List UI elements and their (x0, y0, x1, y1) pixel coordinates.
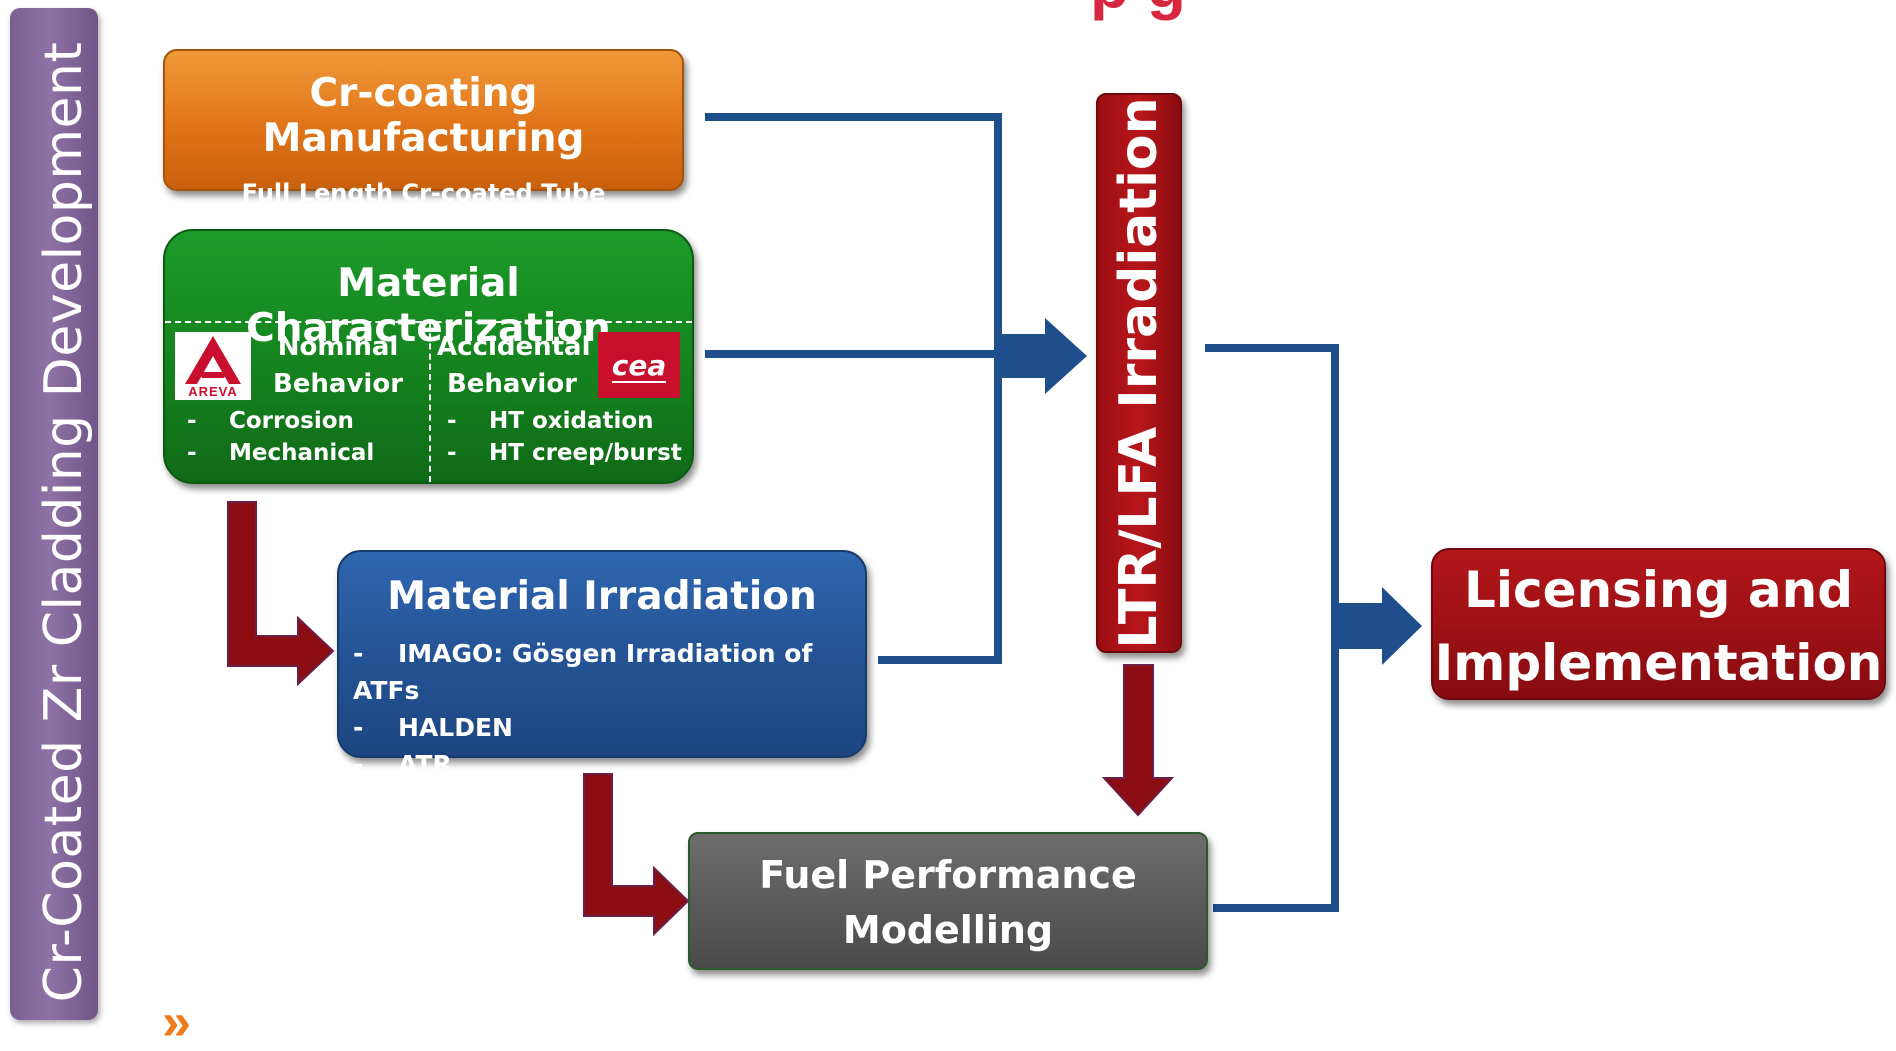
arrow-into-licensing (1335, 587, 1422, 665)
licensing-title-line2: Implementation (1434, 634, 1883, 692)
slide-title-fragment: p g (1090, 0, 1186, 22)
accidental-heading-line1: Accidental (437, 332, 591, 362)
irradiation-title: Material Irradiation (387, 574, 817, 619)
irradiation-item-imago: IMAGO: Gösgen Irradiation of ATFs (353, 639, 813, 705)
connector-layer (227, 113, 1422, 937)
accidental-list: - HT oxidation - HT creep/burst (447, 405, 682, 469)
ltr-lfa-label: LTR/LFA Irradiation (1109, 97, 1169, 649)
arrow-into-ltr (998, 318, 1087, 394)
cea-logo-text: cea (612, 349, 666, 382)
areva-logo-text: AREVA (188, 384, 238, 399)
bullet-dash: - (187, 440, 197, 466)
bullet-dash: - (353, 750, 364, 779)
licensing-title: Licensing and Implementation (1433, 554, 1884, 700)
irradiation-box: Material Irradiation -IMAGO: Gösgen Irra… (337, 550, 867, 779)
connector-ltr-to-licensing (1205, 344, 1339, 912)
sidebar-label: Cr-Coated Zr Cladding Development (34, 41, 94, 1003)
irradiation-item-halden: HALDEN (398, 713, 513, 742)
fuel-title-line1: Fuel Performance (759, 853, 1137, 897)
areva-logo-mark: AREVA (185, 336, 241, 399)
licensing-box: Licensing and Implementation (1431, 548, 1886, 700)
ltr-lfa-box: LTR/LFA Irradiation (1096, 93, 1182, 653)
arrow-characterization-to-irradiation (227, 501, 335, 687)
accidental-item-creep: HT creep/burst (489, 440, 682, 466)
arrow-irradiation-to-fuel (583, 773, 690, 937)
nominal-heading-line1: Nominal (277, 332, 399, 362)
characterization-divider-vertical (429, 323, 431, 482)
connector-irradiation-to-ltr (878, 354, 1002, 664)
characterization-divider-horizontal (165, 321, 692, 323)
list-item: - Mechanical (187, 437, 374, 469)
chevron-decoration-icon: » (162, 993, 191, 1051)
nominal-list: - Corrosion - Mechanical (187, 405, 374, 469)
irradiation-list: -IMAGO: Gösgen Irradiation of ATFs -HALD… (353, 635, 865, 783)
accidental-heading: Accidental Behavior (437, 329, 591, 403)
bullet-dash: - (447, 440, 457, 466)
cea-logo: cea (598, 332, 680, 398)
list-item: - Corrosion (187, 405, 374, 437)
nominal-item-corrosion: Corrosion (229, 408, 354, 434)
manufacturing-title: Cr-coating Manufacturing (262, 71, 585, 161)
connector-manufacturing-to-ltr (705, 113, 1002, 355)
nominal-heading-line2: Behavior (272, 369, 404, 399)
accidental-item-oxidation: HT oxidation (489, 408, 654, 434)
licensing-title-line1: Licensing and (1464, 561, 1853, 619)
characterization-box: Material Characterization AREVA Nominal … (163, 229, 694, 484)
manufacturing-subtitle: Full Length Cr-coated Tube Fabrication (241, 179, 606, 235)
accidental-heading-line2: Behavior (446, 369, 578, 399)
irradiation-item-atr: ATR (398, 750, 452, 779)
arrow-ltr-to-fuel (1101, 664, 1175, 817)
fuel-performance-box: Fuel Performance Modelling (688, 832, 1208, 970)
list-item: - HT creep/burst (447, 437, 682, 469)
cea-logo-mark: cea (612, 349, 666, 383)
list-item: - HALDEN (353, 709, 865, 746)
fuel-title-line2: Modelling (842, 908, 1054, 952)
areva-logo: AREVA (175, 332, 251, 400)
bullet-dash: - (447, 408, 457, 434)
nominal-item-mechanical: Mechanical (229, 440, 375, 466)
list-item: - HT oxidation (447, 405, 682, 437)
list-item: -IMAGO: Gösgen Irradiation of ATFs (353, 635, 865, 709)
sidebar-banner: Cr-Coated Zr Cladding Development (10, 8, 98, 1020)
bullet-dash: - (353, 639, 364, 668)
bullet-dash: - (353, 713, 364, 742)
fuel-performance-title: Fuel Performance Modelling (690, 848, 1206, 958)
bullet-dash: - (187, 408, 197, 434)
manufacturing-box: Cr-coating Manufacturing Full Length Cr-… (163, 49, 684, 235)
characterization-title: Material Characterization (246, 261, 611, 351)
list-item: - ATR (353, 746, 865, 783)
nominal-heading: Nominal Behavior (263, 329, 413, 403)
